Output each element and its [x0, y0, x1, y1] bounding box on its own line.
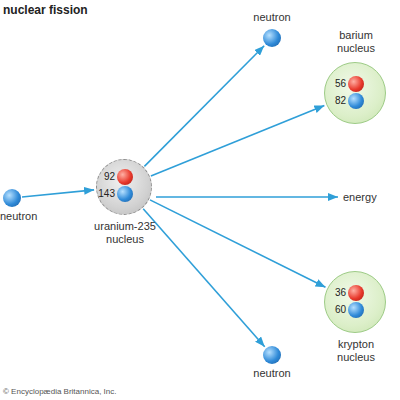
barium-nucleus: barium nucleus5682 [324, 62, 386, 124]
proton-count: 56 [328, 76, 346, 92]
energy-label: energy [343, 190, 377, 204]
nucleus-label: uranium-235 nucleus [75, 220, 175, 246]
particle-arrow [143, 209, 265, 347]
neutron-ball [348, 302, 364, 318]
particle-arrow [22, 190, 94, 197]
neutron-label: neutron [242, 11, 302, 24]
neutron-count: 60 [328, 302, 346, 318]
text-wrap: barium nucleus [331, 29, 381, 55]
neutron-count: 143 [93, 186, 115, 202]
diagram-title: nuclear fission [3, 3, 88, 17]
neutron-label: neutron [242, 367, 302, 380]
neutron-ball [117, 186, 133, 202]
energy-arrow [156, 196, 338, 198]
neutron-ball: neutron [263, 346, 281, 364]
particle-arrow [151, 105, 325, 176]
proton-count: 92 [97, 169, 115, 185]
nucleus-label: krypton nucleus [316, 338, 396, 364]
neutron-ball: neutron [263, 29, 281, 47]
nucleus-label: barium nucleus [316, 29, 396, 55]
particle-arrow [150, 200, 326, 287]
proton-count: 36 [328, 285, 346, 301]
uranium-nucleus: 92143uranium-235 nucleus [96, 159, 152, 215]
copyright-credit: © Encyclopædia Britannica, Inc. [3, 387, 117, 397]
neutron-count: 82 [328, 93, 346, 109]
text-wrap: krypton nucleus [331, 338, 381, 364]
proton-ball [348, 285, 364, 301]
text-wrap: uranium-235 nucleus [90, 220, 160, 246]
krypton-nucleus: 3660krypton nucleus [324, 271, 386, 333]
particle-arrow [144, 46, 264, 167]
proton-ball [348, 76, 364, 92]
proton-ball [117, 169, 133, 185]
neutron-label: neutron [0, 210, 60, 223]
neutron-ball [348, 93, 364, 109]
neutron-ball: neutron [3, 189, 21, 207]
